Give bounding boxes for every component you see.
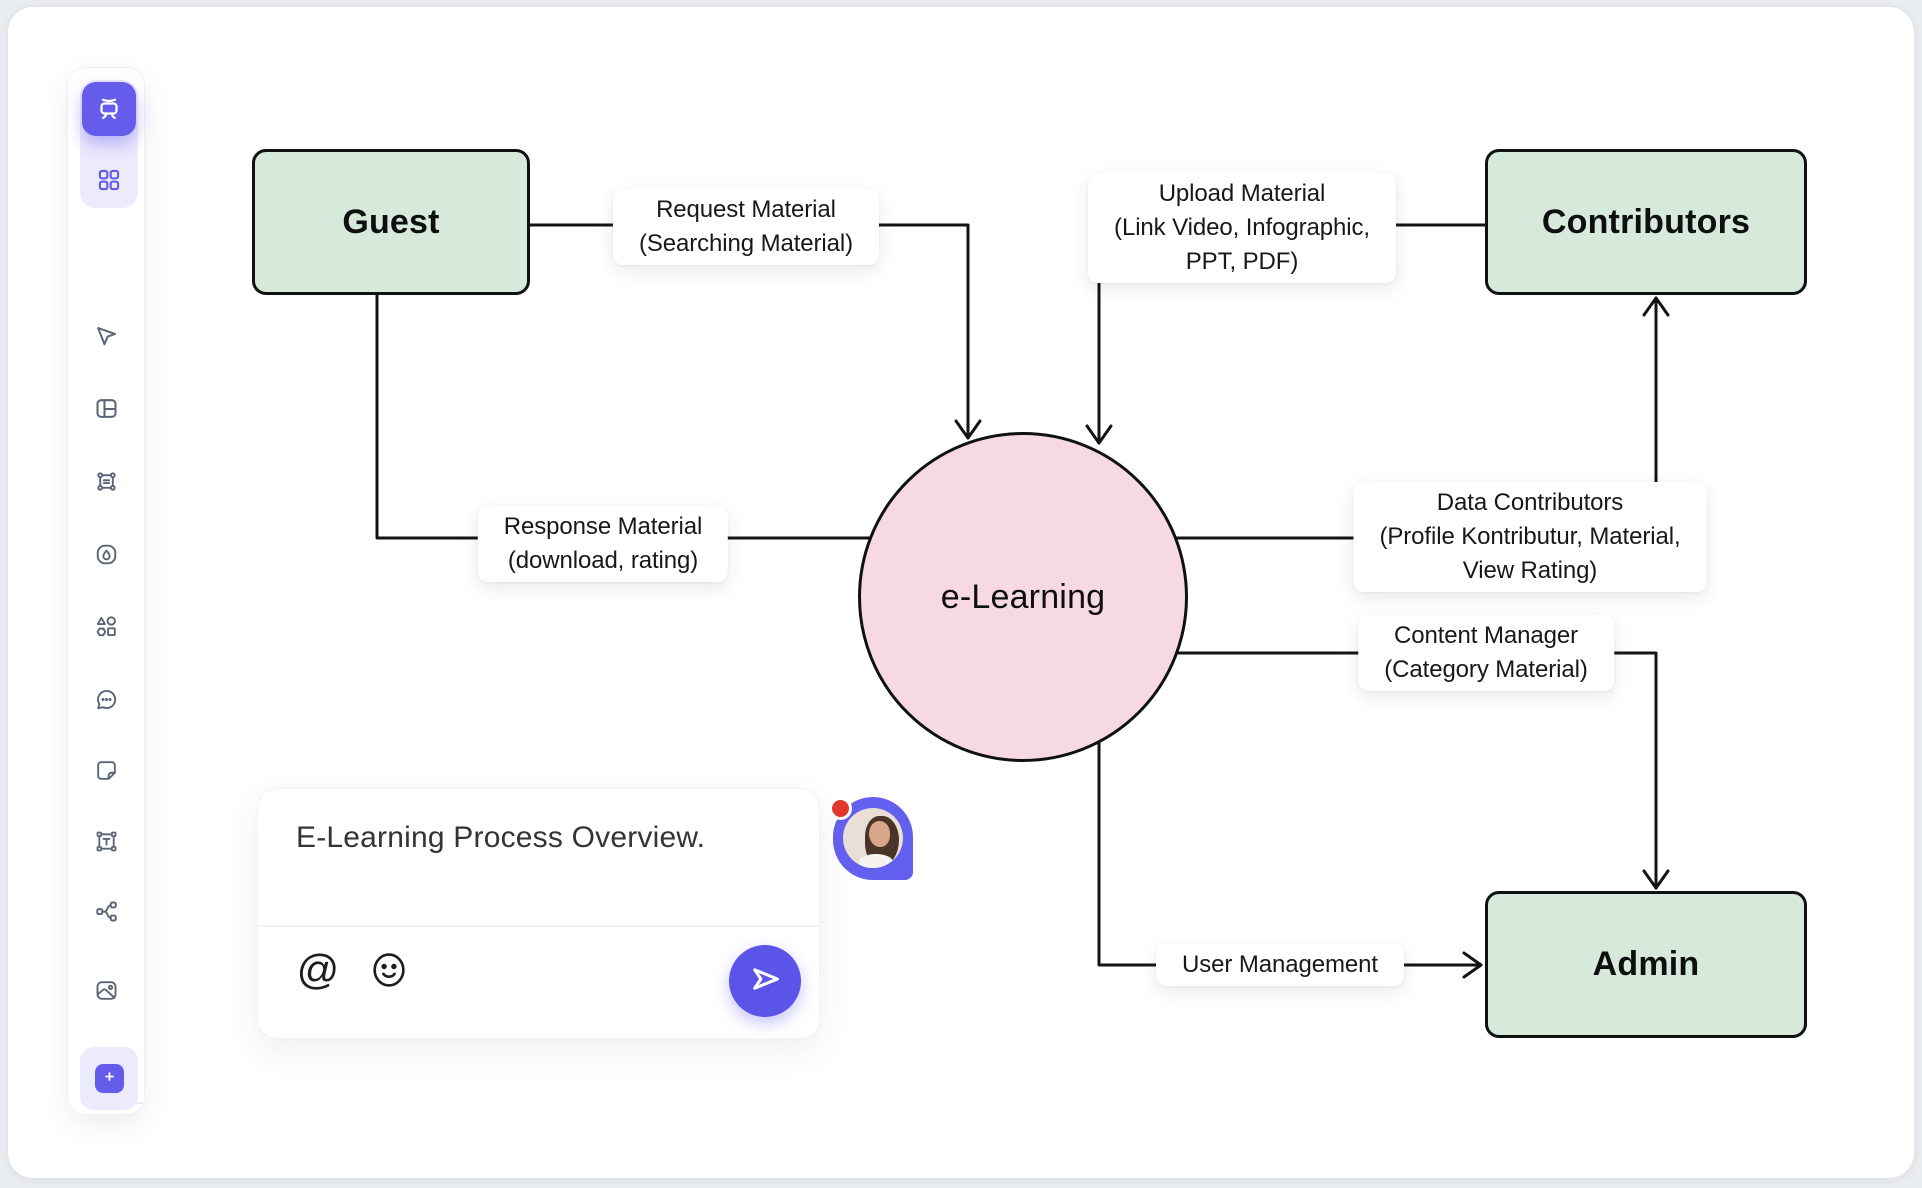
paper-plane-icon [746, 960, 784, 1003]
text-frame-icon [93, 828, 120, 855]
plus-icon [100, 1067, 119, 1091]
templates-tool-button[interactable] [82, 156, 136, 204]
node-contributors-label: Contributors [1541, 202, 1751, 241]
layout-tool-button[interactable] [68, 384, 144, 432]
templates-grid-icon [95, 166, 123, 194]
board-icon [94, 94, 124, 124]
comment-bubble-icon [93, 686, 120, 713]
sticky-note-tool-button[interactable] [68, 746, 144, 794]
board-tool-button[interactable] [82, 82, 136, 136]
emoji-icon[interactable] [368, 949, 410, 991]
node-admin[interactable]: Admin [1485, 891, 1807, 1038]
comment-card: E-Learning Process Overview. @ [257, 788, 820, 1039]
image-tool-button[interactable] [68, 966, 144, 1014]
shapes-icon [93, 613, 120, 640]
avatar-shirt [859, 854, 893, 868]
connector-icon [93, 898, 120, 925]
edge-label-user-management[interactable]: User Management [1156, 944, 1404, 986]
avatar-photo [843, 808, 903, 868]
layout-icon [93, 395, 120, 422]
toolbar-sidebar [67, 67, 145, 1115]
send-button[interactable] [729, 945, 801, 1017]
collaborator-avatar[interactable] [829, 797, 913, 880]
add-button[interactable] [95, 1064, 124, 1093]
connector-tool-button[interactable] [68, 887, 144, 935]
notification-dot [829, 797, 852, 820]
node-elearning-label: e-Learning [940, 577, 1106, 616]
shapes-tool-button[interactable] [68, 602, 144, 650]
node-guest[interactable]: Guest [252, 149, 530, 295]
node-elearning[interactable]: e-Learning [858, 432, 1188, 762]
node-contributors[interactable]: Contributors [1485, 149, 1807, 295]
edge-label-data-contributors[interactable]: Data Contributors (Profile Kontributur, … [1353, 482, 1707, 592]
image-icon [93, 977, 120, 1004]
edge-label-request[interactable]: Request Material (Searching Material) [612, 189, 880, 265]
edge-label-response[interactable]: Response Material (download, rating) [477, 506, 729, 582]
tool-group-top [80, 80, 138, 208]
edge-label-upload[interactable]: Upload Material (Link Video, Infographic… [1088, 173, 1396, 283]
node-guest-label: Guest [342, 202, 440, 241]
frame-tool-button[interactable] [68, 457, 144, 505]
edge-label-content-manager[interactable]: Content Manager (Category Material) [1358, 615, 1614, 691]
node-admin-label: Admin [1592, 945, 1700, 983]
sticky-note-icon [93, 757, 120, 784]
cursor-tool-button[interactable] [68, 311, 144, 359]
mention-icon[interactable]: @ [296, 946, 340, 993]
frame-icon [93, 468, 120, 495]
cursor-icon [93, 322, 120, 349]
text-tool-button[interactable] [68, 817, 144, 865]
comment-divider [258, 925, 819, 927]
comment-text-input[interactable]: E-Learning Process Overview. [296, 821, 706, 854]
comment-tool-button[interactable] [68, 675, 144, 723]
add-group [80, 1047, 138, 1110]
avatar-face [869, 821, 890, 847]
shape-blob-icon [93, 541, 120, 568]
shape-blob-tool-button[interactable] [68, 530, 144, 578]
